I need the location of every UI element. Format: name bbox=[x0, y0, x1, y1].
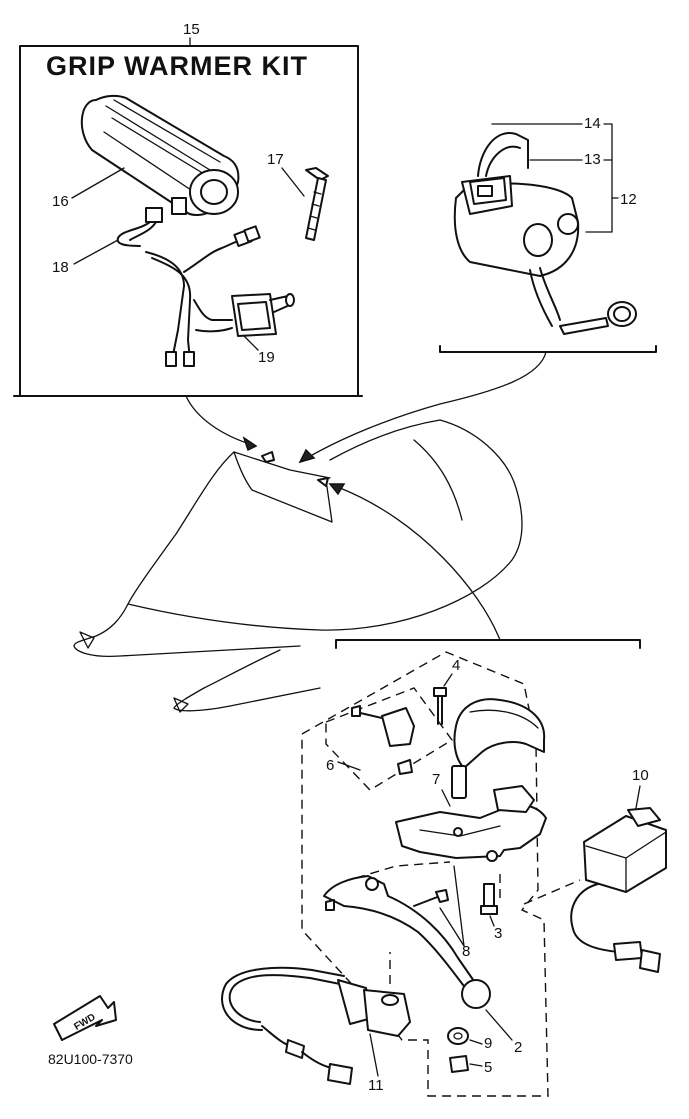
callout-10: 10 bbox=[632, 767, 649, 784]
wire-harness-part bbox=[116, 207, 261, 367]
callout-15: 15 bbox=[183, 21, 200, 38]
grip-heater-part bbox=[80, 94, 240, 217]
callout-18: 18 bbox=[52, 259, 69, 276]
callout-11: 11 bbox=[368, 1077, 384, 1094]
callout-16: 16 bbox=[52, 193, 69, 210]
brake-lever-part bbox=[323, 875, 491, 1009]
snowmobile-outline bbox=[73, 419, 523, 713]
cable-tie-part bbox=[305, 167, 329, 241]
callout-4: 4 bbox=[452, 657, 460, 674]
leader-arrows bbox=[185, 351, 547, 641]
callout-6: 6 bbox=[326, 757, 334, 774]
brake-switch-part bbox=[221, 966, 411, 1085]
callout-5: 5 bbox=[484, 1059, 492, 1076]
washer-part bbox=[447, 1027, 469, 1045]
handlebar-switch-part bbox=[453, 132, 637, 335]
callout-13: 13 bbox=[584, 151, 601, 168]
lever-cover-part bbox=[453, 698, 546, 769]
bolt-part bbox=[433, 687, 447, 725]
nut-part bbox=[449, 1055, 469, 1073]
callout-8: 8 bbox=[462, 943, 470, 960]
clamp-bracket-part bbox=[351, 705, 415, 775]
grip-warmer-kit-panel: GRIP WARMER KIT 15 16 17 bbox=[13, 21, 363, 397]
brake-lever-panel: 6 4 7 bbox=[221, 639, 667, 1097]
lever-bracket-part bbox=[395, 785, 547, 862]
control-unit-part bbox=[570, 807, 667, 973]
diagram-code: 82U100-7370 bbox=[48, 1051, 133, 1067]
callout-19: 19 bbox=[258, 349, 275, 366]
callout-17: 17 bbox=[267, 151, 284, 168]
handlebar-switch-panel: 14 13 12 bbox=[439, 115, 657, 353]
kit-title: GRIP WARMER KIT bbox=[46, 51, 308, 81]
collar-part bbox=[451, 765, 467, 799]
callout-12: 12 bbox=[620, 191, 637, 208]
screw-part bbox=[413, 889, 449, 907]
callout-3: 3 bbox=[494, 925, 502, 942]
pivot-bolt-part bbox=[480, 883, 498, 915]
fwd-arrow-icon: FWD bbox=[53, 995, 117, 1041]
callout-14: 14 bbox=[584, 115, 601, 132]
callout-9: 9 bbox=[484, 1035, 492, 1052]
toggle-switch-part bbox=[231, 293, 295, 337]
callout-2: 2 bbox=[514, 1039, 522, 1056]
callout-7: 7 bbox=[432, 771, 440, 788]
